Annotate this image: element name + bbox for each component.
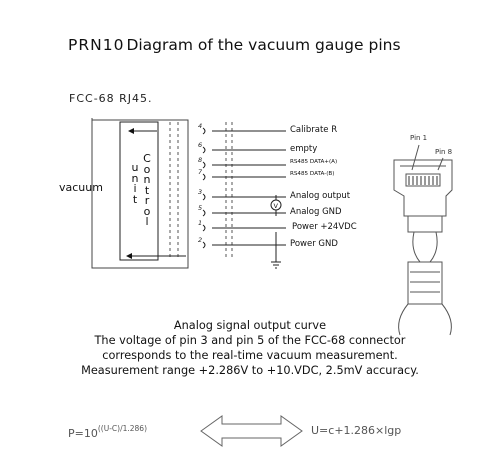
pin-label-3: Analog output: [290, 191, 351, 201]
pin-contact-4: [202, 127, 206, 135]
pin-contact-5: [202, 209, 206, 217]
control-letter: n: [143, 173, 151, 186]
unit-letter: u: [131, 161, 139, 174]
pin-number-5: 5: [198, 204, 203, 212]
control-unit-box: [119, 121, 159, 261]
pin-contact-8: [202, 161, 206, 169]
pressure-formula-exponent: ((U-C)/1.286): [97, 424, 147, 433]
plug-pin8-pointer: [437, 157, 444, 171]
unit-letter: n: [131, 171, 139, 185]
pin8-label: Pin 8: [435, 148, 453, 156]
voltmeter-icon: [270, 199, 282, 211]
voltmeter-symbol: V: [274, 202, 279, 210]
pin-label-6: empty: [290, 144, 318, 154]
curve-line-2: corresponds to the real-time vacuum meas…: [102, 349, 398, 362]
gauge-body-outline: [91, 119, 189, 269]
curve-description: Analog signal output curve The voltage o…: [0, 318, 500, 378]
control-letter: r: [144, 194, 150, 207]
pin-contact-3: [202, 193, 206, 201]
pin-number-1: 1: [198, 219, 203, 227]
voltage-formula: U=c+1.286×lgp: [311, 424, 402, 437]
pin-contact-7: [202, 173, 206, 181]
plug-pin1-pointer: [411, 144, 420, 171]
pin-number-3: 3: [198, 188, 203, 196]
control-letter: C: [143, 152, 151, 165]
connector-label: FCC-68 RJ45.: [69, 92, 153, 105]
ground-symbol: [271, 261, 281, 269]
title-text: Diagram of the vacuum gauge pins: [126, 36, 401, 54]
curve-line-1: The voltage of pin 3 and pin 5 of the FC…: [94, 334, 406, 347]
pin-label-4: Calibrate R: [290, 125, 338, 135]
pin-contact-1: [202, 224, 206, 232]
control-letter: o: [143, 162, 151, 176]
pin-number-7: 7: [198, 168, 203, 176]
rj45-plug: [393, 144, 453, 336]
unit-letter: i: [133, 182, 137, 195]
pressure-formula-base: P=10: [68, 427, 98, 440]
curve-line-3: Measurement range +2.286V to +10.VDC, 2.…: [81, 364, 419, 377]
unit-letter: t: [132, 192, 138, 206]
control-letter: t: [144, 183, 150, 197]
pin-label-2: Power GND: [290, 239, 338, 249]
pin-label-8: RS485 DATA+(A): [290, 159, 338, 165]
pin-number-2: 2: [198, 236, 203, 244]
control-letter: o: [143, 204, 151, 218]
control-letter: l: [145, 215, 149, 228]
pin-number-6: 6: [198, 141, 203, 149]
pin-number-8: 8: [198, 156, 203, 164]
pin-contact-6: [202, 146, 206, 154]
pin-label-5: Analog GND: [290, 207, 342, 217]
pin-number-4: 4: [198, 122, 203, 130]
pin1-label: Pin 1: [410, 134, 428, 142]
curve-heading: Analog signal output curve: [173, 319, 327, 332]
pin-label-7: RS485 DATA-(B): [290, 171, 335, 177]
pressure-formula: P=10((U-C)/1.286): [68, 424, 147, 440]
model-name: PRN10: [68, 36, 125, 54]
pin-contact-2: [202, 241, 206, 249]
pin-label-1: Power +24VDC: [292, 222, 357, 232]
